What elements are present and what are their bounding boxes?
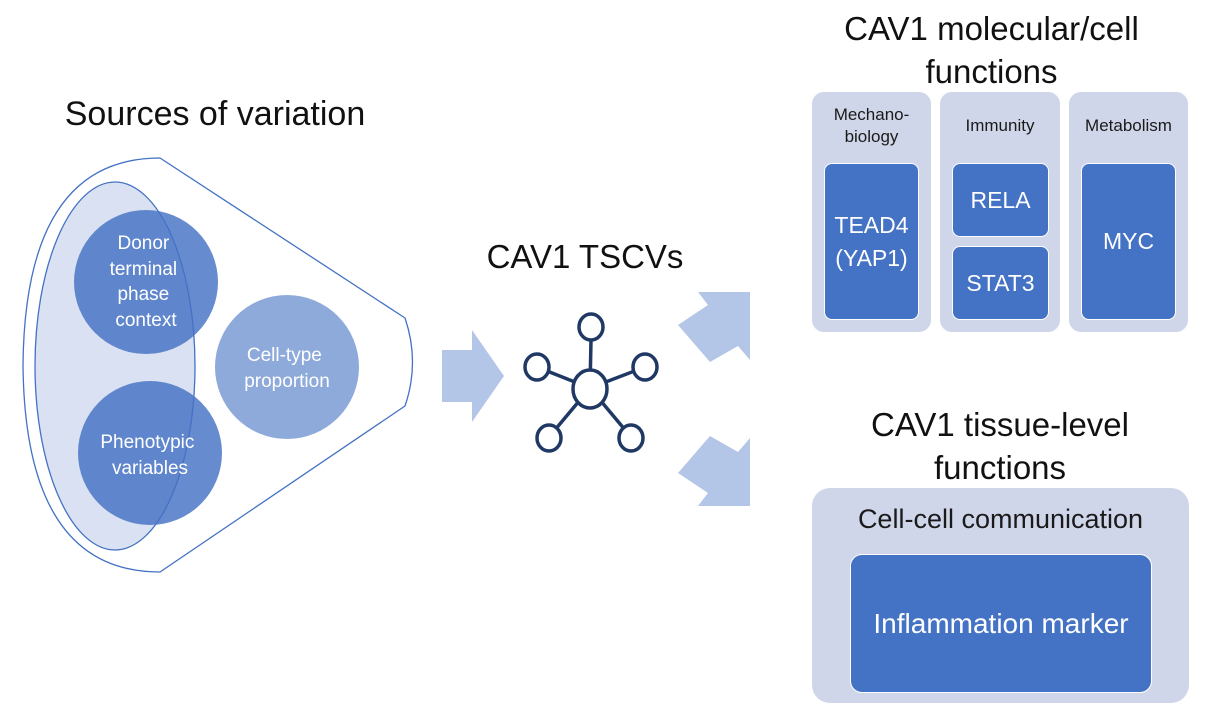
phenotypic-variables-circle xyxy=(78,381,222,525)
myc-box: MYC xyxy=(1081,163,1176,320)
sources-funnel-diagram: Donor terminal phase context Phenotypic … xyxy=(22,157,414,573)
mechanobiology-label: Mechano- biology xyxy=(833,105,910,147)
metabolism-label: Metabolism xyxy=(1085,116,1172,135)
arrow-to-tissue xyxy=(678,436,750,506)
arrow-to-tscv xyxy=(442,330,504,422)
immunity-label: Immunity xyxy=(965,116,1035,135)
cell-type-proportion-circle xyxy=(215,295,359,439)
stat3-box: STAT3 xyxy=(952,246,1049,320)
molecular-functions-title: CAV1 molecular/cell functions xyxy=(844,10,1139,90)
tead4-yap1-box: TEAD4 (YAP1) xyxy=(824,163,919,320)
sources-title: Sources of variation xyxy=(64,95,366,133)
rela-box: RELA xyxy=(952,163,1049,237)
arrow-to-molecular xyxy=(678,292,750,362)
tissue-functions-title: CAV1 tissue-level functions xyxy=(871,406,1129,486)
cell-communication-label: Cell-cell communication xyxy=(857,504,1144,534)
tscv-title: CAV1 TSCVs xyxy=(486,238,684,275)
inflammation-marker-box: Inflammation marker xyxy=(850,554,1152,693)
donor-context-label: Donor terminal phase context xyxy=(110,233,183,331)
cell-type-proportion-label: Cell-type proportion xyxy=(244,345,330,392)
donor-context-circle xyxy=(74,210,218,354)
network-hub-icon xyxy=(523,312,659,453)
phenotypic-variables-label: Phenotypic variables xyxy=(100,432,199,479)
